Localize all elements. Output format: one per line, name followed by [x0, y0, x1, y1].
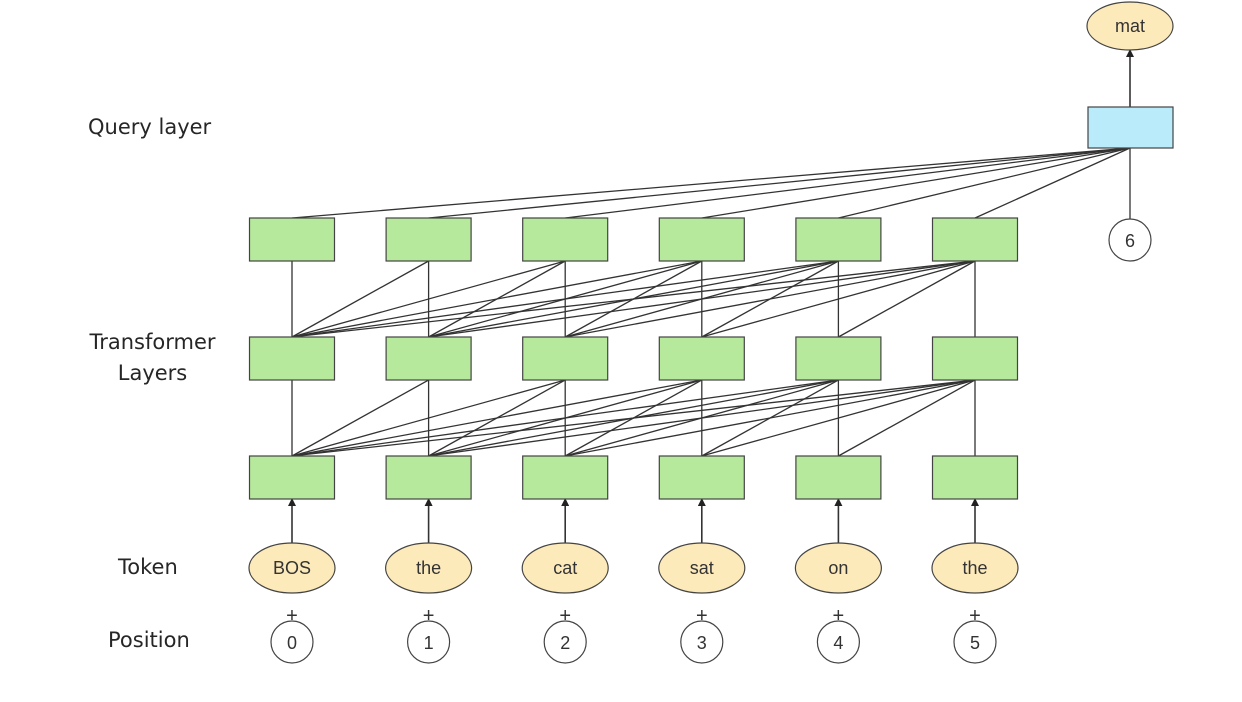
attention-edges: [288, 49, 1134, 543]
transformer-node: [248, 336, 336, 381]
position-label: Position: [108, 628, 190, 652]
attention-edge: [291, 260, 839, 338]
attention-edge: [291, 379, 702, 457]
position-node: [680, 620, 724, 664]
token-label: Token: [118, 555, 178, 579]
plus-sign: +: [423, 605, 435, 627]
transformer-node: [385, 336, 472, 381]
token-text: sat: [690, 558, 714, 578]
token-node: [521, 542, 609, 594]
transformer-node: [522, 455, 609, 500]
position-text: 4: [833, 633, 843, 653]
token-text: the: [962, 558, 987, 578]
token-text: cat: [553, 558, 577, 578]
position-node: [816, 620, 861, 664]
token-node: [794, 542, 883, 594]
token-text: BOS: [273, 558, 311, 578]
transformer-node: [385, 455, 472, 500]
position-text: 5: [970, 633, 980, 653]
plus-sign: +: [559, 605, 571, 627]
attention-edge: [291, 260, 702, 338]
attention-edge: [701, 379, 976, 457]
query-attention-edge: [565, 147, 1131, 219]
query-layer-label: Query layer: [88, 115, 212, 139]
transformer-layers-label-line1: Transformer: [89, 330, 216, 354]
output-token-text: mat: [1115, 16, 1145, 36]
transformer-node: [248, 455, 336, 500]
position-node: [407, 620, 451, 664]
plus-sign: +: [286, 605, 298, 627]
diagram-nodes: BOS +0 the +1 cat +2 sat +3 on +4 the +5 mat 6: [248, 1, 1174, 664]
position-text: 0: [287, 633, 297, 653]
position-node: [543, 620, 587, 664]
attention-edge: [291, 379, 566, 457]
transformer-node: [795, 217, 882, 262]
transformer-node: [931, 217, 1019, 262]
transformer-node: [658, 336, 745, 381]
attention-edge: [565, 379, 976, 457]
transformer-node: [385, 217, 472, 262]
attention-edge: [291, 260, 566, 338]
attention-edge: [291, 379, 976, 457]
plus-sign: +: [696, 605, 708, 627]
transformer-node: [795, 336, 882, 381]
transformer-node: [795, 455, 882, 500]
query-position-text: 6: [1125, 231, 1135, 251]
transformer-node: [931, 336, 1019, 381]
query-attention-edge: [291, 147, 1131, 219]
token-node: [658, 542, 746, 594]
token-node: [248, 542, 336, 594]
attention-edge: [291, 379, 839, 457]
attention-edge: [701, 260, 976, 338]
position-text: 3: [697, 633, 707, 653]
transformer-node: [658, 455, 745, 500]
plus-sign: +: [969, 605, 981, 627]
plus-sign: +: [833, 605, 845, 627]
query-attention-edge: [701, 147, 1131, 219]
attention-edge: [838, 379, 976, 457]
attention-edge: [428, 260, 976, 338]
query-attention-edge: [838, 147, 1131, 219]
output-token-node: [1086, 1, 1174, 51]
token-node: [385, 542, 473, 594]
attention-edge: [291, 379, 429, 457]
position-node: [270, 620, 314, 664]
attention-edge: [291, 260, 976, 338]
token-text: on: [828, 558, 848, 578]
transformer-node: [522, 217, 609, 262]
transformer-node: [658, 217, 745, 262]
query-attention-edge: [428, 147, 1131, 219]
attention-edge: [291, 260, 429, 338]
position-text: 2: [560, 633, 570, 653]
query-position-node: [1108, 218, 1152, 262]
transformer-node: [931, 455, 1019, 500]
token-node: [931, 542, 1019, 594]
attention-edge: [565, 260, 976, 338]
position-text: 1: [424, 633, 434, 653]
attention-edge: [838, 260, 976, 338]
position-node: [953, 620, 997, 664]
attention-edge: [428, 379, 976, 457]
transformer-layers-label: Transformer Layers: [80, 327, 225, 389]
transformer-layers-label-line2: Layers: [117, 361, 188, 385]
transformer-node: [248, 217, 336, 262]
transformer-node: [522, 336, 609, 381]
query-node: [1087, 106, 1174, 149]
query-attention-edge: [974, 147, 1131, 219]
token-text: the: [416, 558, 441, 578]
